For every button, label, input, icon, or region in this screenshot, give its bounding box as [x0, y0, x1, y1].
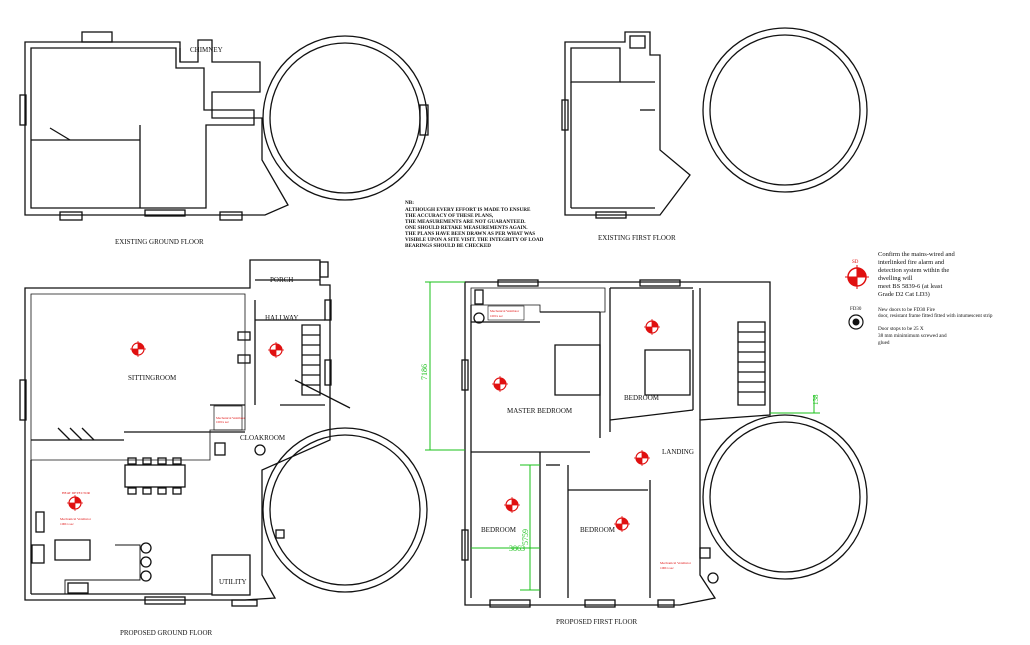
proposed-ground-title: PROPOSED GROUND FLOOR [120, 629, 213, 637]
alarm-note-line: Confirm the mains-wired and [878, 251, 955, 258]
master-bedroom-label: MASTER BEDROOM [507, 407, 573, 415]
mech-vent-label: Mechanical Ventilator [660, 561, 692, 565]
existing-ground-title: EXISTING GROUND FLOOR [115, 238, 204, 246]
sd-legend-label: SD [852, 260, 859, 265]
fire-door-note-line: New doors to be FD30 Fire [878, 307, 936, 313]
note-line: BEARINGS SHOULD BE CHECKED [405, 243, 491, 249]
mech-vent-label: Mechanical Ventilator [216, 416, 246, 420]
dimension-5759: 5759 [521, 529, 530, 545]
fd30-legend-label: FD30 [850, 307, 862, 312]
smoke-detector-icon [633, 449, 651, 467]
smoke-detector-legend-icon [845, 265, 869, 289]
porch-label: PORCH [270, 276, 293, 284]
dimension-7186: 7186 [420, 364, 429, 380]
note-line: ONE SHOULD RETAKE MEASUREMENTS AGAIN. [405, 225, 528, 231]
smoke-detector-icon [491, 375, 509, 393]
note-line: ALTHOUGH EVERY EFFORT IS MADE TO ENSURE [405, 207, 531, 213]
chimney-label: CHIMNEY [190, 46, 223, 54]
note-line: THE PLANS HAVE BEEN DRAWN AS PER WHAT WA… [405, 231, 535, 237]
alarm-note-line: interlinked fire alarm and [878, 259, 945, 266]
note-line: THE MEASUREMENTS ARE NOT GUARANTEED. [405, 219, 526, 225]
door-stop-note-line: Door stops to be 25 X [878, 326, 924, 332]
heat-detector-label: HEAT DETECTOR [62, 491, 91, 495]
door-stop-note-line: glued [878, 340, 890, 346]
bedroom-label: BEDROOM [580, 526, 616, 534]
smoke-detector-icon [129, 340, 147, 358]
bedroom-label: BEDROOM [481, 526, 517, 534]
mech-vent-rate: 100l/s sec [660, 566, 674, 570]
smoke-detector-icon [503, 496, 521, 514]
alarm-note-line: detection system within the [878, 267, 949, 274]
alarm-note-line: dwelling will [878, 275, 913, 282]
dimension-3863: 3863 [509, 544, 525, 553]
note-heading: NB: [405, 200, 414, 206]
proposed-ground-floor-plan [19, 259, 428, 607]
smoke-detector-icon [613, 515, 631, 533]
mech-vent-rate: 100l/s sec [216, 420, 230, 424]
fire-door-legend-icon [848, 314, 864, 330]
dimension-lines [425, 281, 820, 591]
alarm-note-line: meet BS 5839-6 (at least [878, 283, 942, 290]
alarm-note-line: Grade D2 Cat LD3) [878, 291, 930, 298]
smoke-detector-icon [643, 318, 661, 336]
bedroom-label: BEDROOM [624, 394, 660, 402]
proposed-first-floor-plan [461, 279, 868, 608]
mech-vent-label: Mechanical Ventilator [60, 517, 92, 521]
mech-vent-label: Mechanical Ventilator [490, 309, 520, 313]
heat-detector-icon [66, 494, 84, 512]
disclaimer-note: NB: ALTHOUGH EVERY EFFORT IS MADE TO ENS… [405, 200, 544, 249]
mech-vent-rate: 100l/s sec [490, 314, 504, 318]
note-line: THE ACCURACY OF THESE PLANS, [405, 213, 494, 219]
proposed-first-title: PROPOSED FIRST FLOOR [556, 618, 638, 626]
smoke-detector-icon [267, 341, 285, 359]
sittingroom-label: SITTINGROOM [128, 374, 177, 382]
cloakroom-label: CLOAKROOM [240, 434, 286, 442]
existing-first-floor-plan [561, 27, 868, 219]
note-line: VISIBLE UPON A SITE VISIT. THE INTEGRITY… [405, 237, 544, 243]
mech-vent-rate: 100l/s sec [60, 522, 74, 526]
dimension-138: 138 [812, 394, 820, 405]
landing-label: LANDING [662, 448, 694, 456]
existing-ground-floor-plan [19, 31, 429, 221]
utility-label: UTILITY [219, 578, 247, 586]
existing-first-title: EXISTING FIRST FLOOR [598, 234, 676, 242]
door-stop-note-line: 38 mm minimimum screwed and [878, 333, 947, 339]
legend: SD Confirm the mains-wired and interlink… [845, 251, 993, 346]
hallway-label: HALLWAY [265, 314, 298, 322]
fire-door-note-line: door, resistant frame fitted fitted with… [878, 312, 993, 319]
